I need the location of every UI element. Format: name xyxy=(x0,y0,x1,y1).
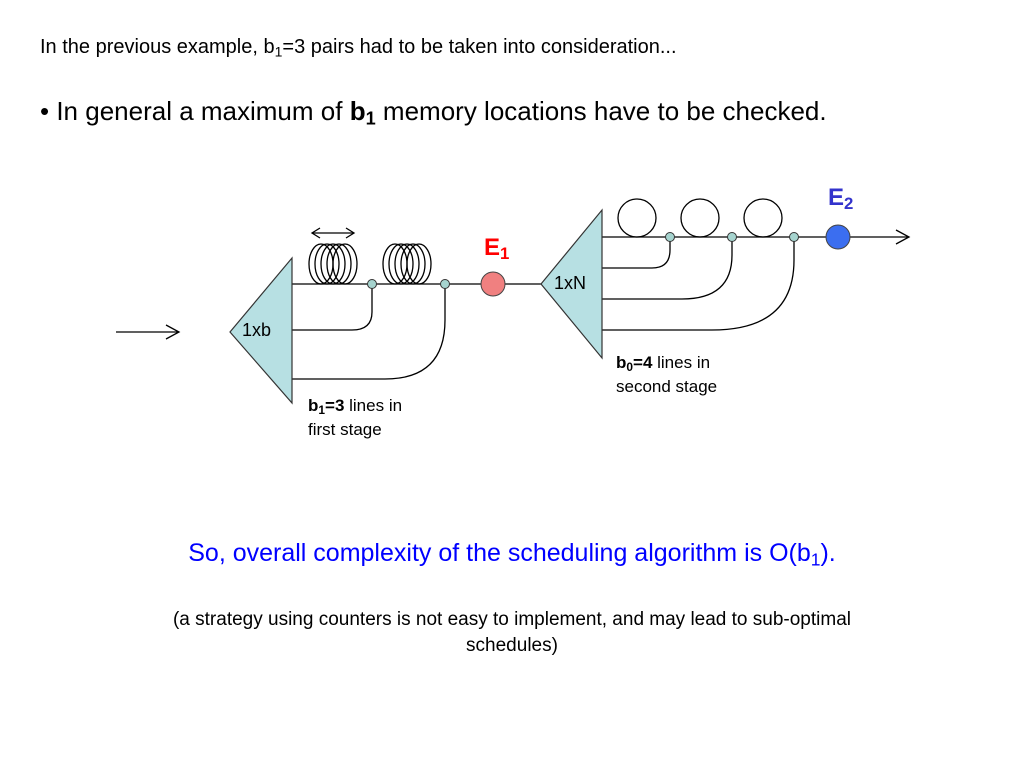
delay-loop-2 xyxy=(680,198,720,238)
stage2-splitter xyxy=(540,208,603,360)
intro-sentence: In the previous example, b1=3 pairs had … xyxy=(40,36,677,60)
stage1-branch-2 xyxy=(292,284,446,380)
e2-label: E2 xyxy=(828,184,854,214)
e2-node xyxy=(825,224,851,250)
junction-node xyxy=(789,232,799,242)
stage1-splitter xyxy=(229,256,293,405)
conclusion-text: So, overall complexity of the scheduling… xyxy=(188,539,836,570)
stage2-branch-3 xyxy=(602,237,795,331)
delay-loop-3 xyxy=(743,198,783,238)
junction-node xyxy=(367,279,377,289)
stage2-note: b0=4 lines in second stage xyxy=(616,353,718,396)
stage2-label: 1xN xyxy=(554,273,587,293)
stage2-branch-1 xyxy=(602,237,671,269)
e1-node xyxy=(480,271,506,297)
junction-node xyxy=(440,279,450,289)
fiber-coil-group-1 xyxy=(308,243,358,285)
double-arrow-right-head xyxy=(345,227,356,239)
stage1-label: 1xb xyxy=(242,320,272,340)
e1-label: E1 xyxy=(484,234,510,264)
double-arrow-left-head xyxy=(310,227,321,239)
bullet-point: • In general a maximum of b1 memory loca… xyxy=(40,96,827,129)
stage1-note: b1=3 lines in first stage xyxy=(308,396,403,439)
delay-loop-1 xyxy=(617,198,657,238)
output-arrowhead xyxy=(895,229,911,245)
remark-text: (a strategy using counters is not easy t… xyxy=(172,609,851,656)
input-arrowhead xyxy=(165,324,181,340)
stage2-branch-2 xyxy=(602,237,733,300)
junction-node xyxy=(727,232,737,242)
junction-node xyxy=(665,232,675,242)
stage1-branch-1 xyxy=(292,284,373,331)
fiber-coil-group-2 xyxy=(382,243,432,285)
